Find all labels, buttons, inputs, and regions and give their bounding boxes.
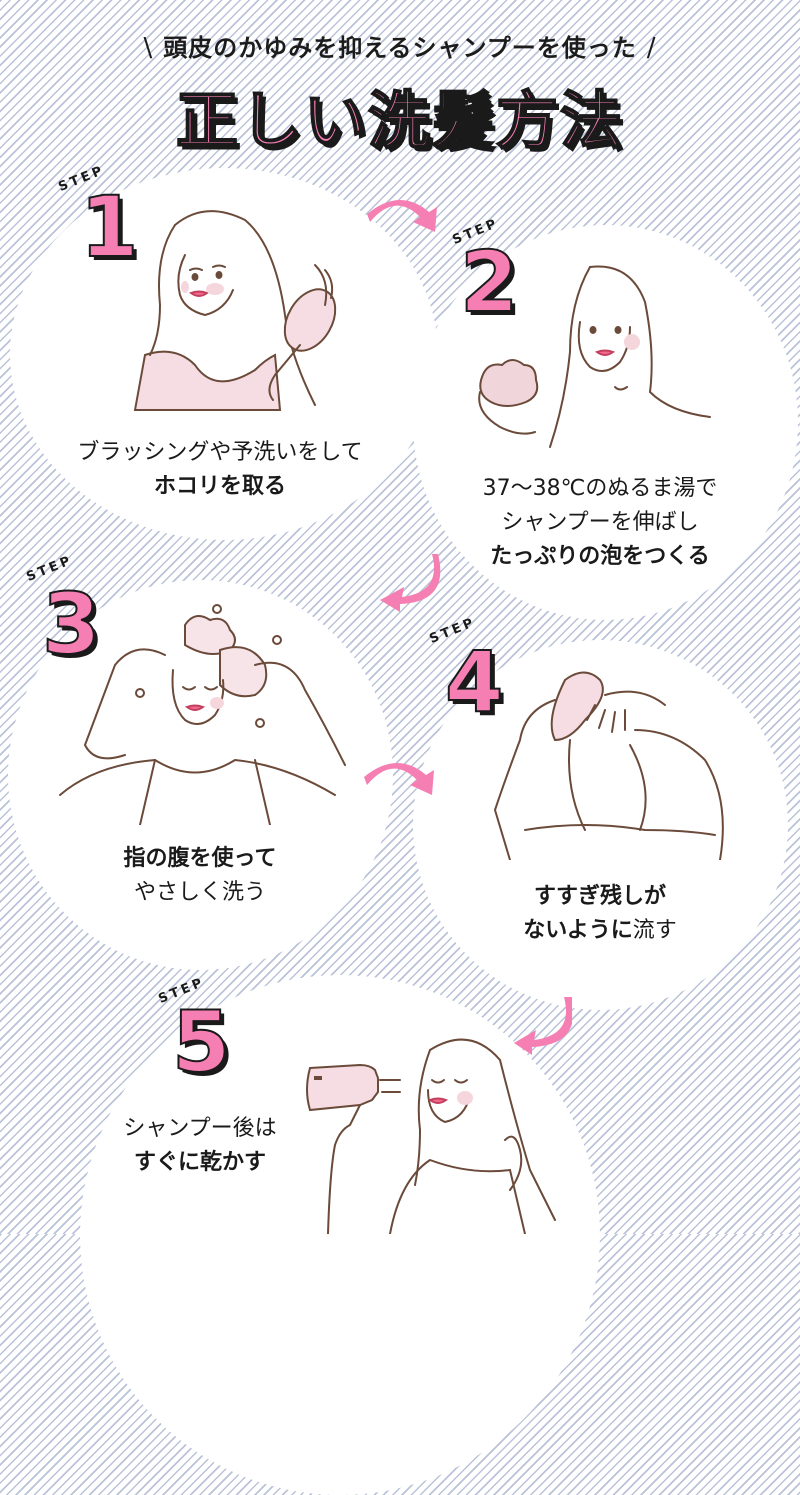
slash-right: /	[646, 33, 657, 63]
step-4-number: 4	[444, 633, 504, 731]
curved-arrow-icon	[380, 554, 441, 612]
step-2-circle	[413, 225, 798, 620]
page-subtitle: \ 頭皮のかゆみを抑えるシャンプーを使った /	[0, 28, 800, 63]
page-title: 正しい洗髪方法	[175, 83, 624, 158]
step-4-caption-line-1: すすぎ残しが	[533, 884, 666, 909]
step-3-caption-line-1: 指の腹を使って	[123, 846, 277, 871]
step-2-caption-line-1: 37〜38℃のぬるま湯で	[482, 476, 718, 501]
step-4-caption: すすぎ残しが ないように流す	[450, 880, 750, 948]
step-2-caption-line-2: シャンプーを伸ばし	[501, 510, 699, 535]
step-1-caption-line-1: ブラッシングや予洗いをして	[77, 440, 363, 465]
step-2-number: 2	[459, 233, 519, 331]
slash-left: \	[143, 33, 154, 63]
woman-rinsing-hair-illustration	[493, 671, 724, 860]
step-2-caption-line-3: たっぷりの泡をつくる	[490, 544, 710, 569]
curved-arrow-icon	[367, 199, 437, 232]
woman-holding-foam-illustration	[478, 265, 711, 448]
step-3-caption-line-2: やさしく洗う	[133, 880, 266, 905]
woman-drying-hair-illustration	[306, 1038, 556, 1234]
woman-washing-hair-illustration	[59, 604, 346, 825]
step-3-caption: 指の腹を使って やさしく洗う	[50, 842, 350, 910]
step-4-caption-line-2: ないように流す	[450, 914, 750, 948]
step-5-caption-line-1: シャンプー後は	[123, 1116, 277, 1141]
step-5-caption: シャンプー後は すぐに乾かす	[90, 1112, 310, 1180]
curved-arrow-icon	[364, 762, 434, 795]
step-4-caption-regular-part: 流す	[632, 918, 677, 943]
step-5-caption-line-2: すぐに乾かす	[133, 1150, 266, 1175]
step-1-circle	[10, 168, 438, 540]
step-2-caption: 37〜38℃のぬるま湯で シャンプーを伸ばし たっぷりの泡をつくる	[430, 472, 770, 574]
step-5-number: 5	[171, 993, 231, 1091]
curved-arrow-icon	[514, 997, 572, 1055]
step-3-number: 3	[41, 575, 101, 673]
subtitle-text: 頭皮のかゆみを抑えるシャンプーを使った	[163, 34, 637, 62]
step-4-caption-bold-part: ないように	[523, 918, 633, 943]
step-1-caption-line-2: ホコリを取る	[153, 474, 286, 499]
step-1-caption: ブラッシングや予洗いをして ホコリを取る	[20, 436, 420, 504]
step-1-number: 1	[79, 178, 139, 276]
woman-brushing-hair-illustration	[133, 210, 337, 411]
